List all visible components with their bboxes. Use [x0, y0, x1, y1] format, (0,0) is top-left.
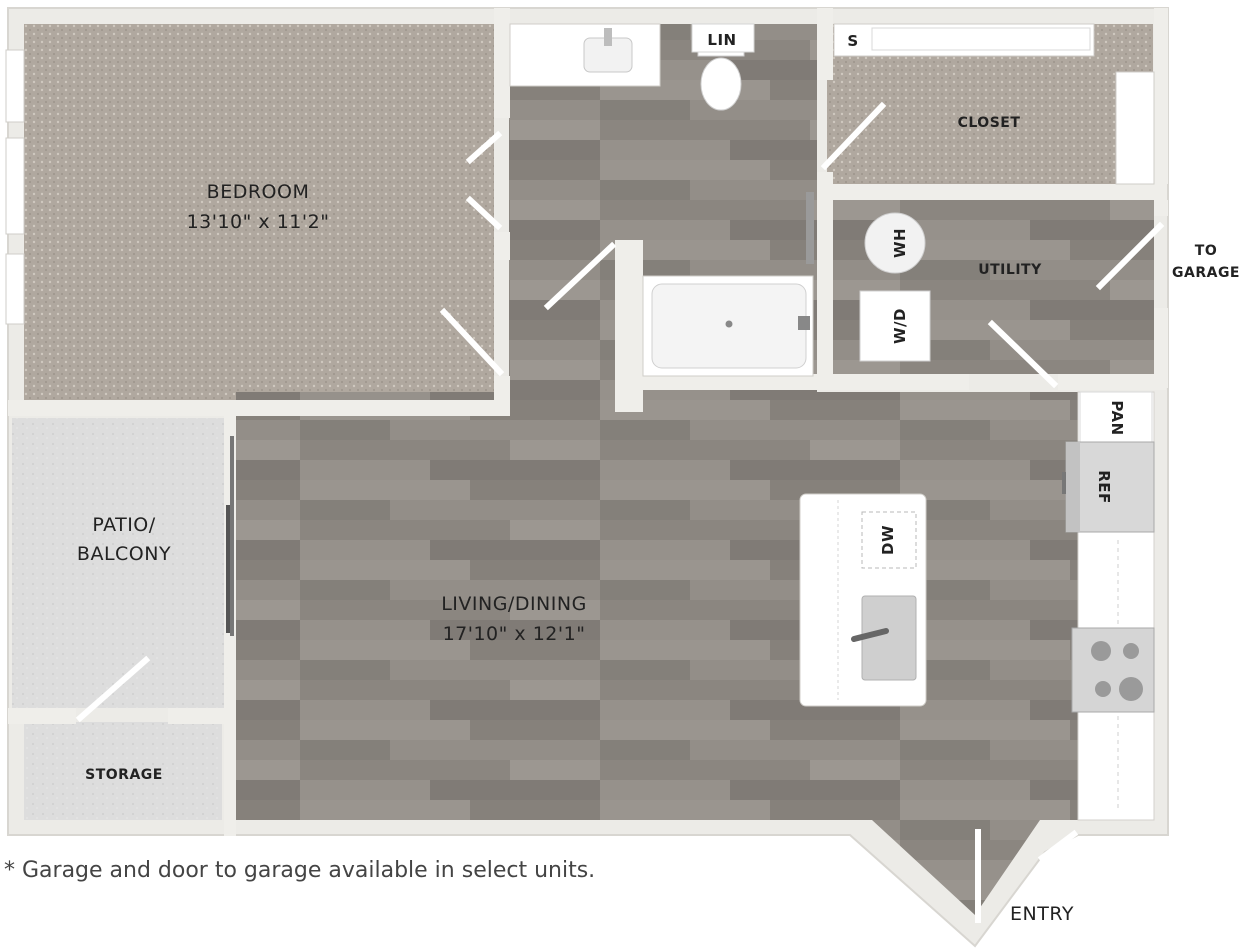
- storage-door: [75, 655, 151, 723]
- shelf-label: S: [847, 32, 858, 50]
- bedroom-size: 13'10" x 11'2": [187, 211, 330, 233]
- pantry-label: PAN: [1108, 400, 1126, 435]
- bedroom-entry-door: [439, 307, 505, 377]
- interior-walls: [8, 8, 1168, 836]
- utility-door: [987, 319, 1059, 389]
- sink-faucet: [851, 628, 889, 642]
- closet-label: CLOSET: [958, 115, 1021, 131]
- vanity: [509, 23, 661, 87]
- patio-floor: [12, 418, 224, 708]
- patio-slider-door: [226, 505, 232, 633]
- bath-mirror: [806, 192, 814, 264]
- living-dining-size: 17'10" x 12'1": [443, 623, 586, 645]
- living-dining-label: LIVING/DINING: [441, 593, 587, 615]
- entry-label: ENTRY: [1010, 903, 1074, 925]
- bedroom-label: BEDROOM: [207, 181, 310, 203]
- patio-slider-frame: [230, 436, 234, 636]
- living-dining-floor: [236, 392, 1078, 915]
- patio-label-line1: PATIO/: [92, 514, 155, 536]
- washer-dryer: [859, 290, 931, 362]
- to-garage-label-line2: GARAGE: [1172, 265, 1240, 281]
- bedroom-door-left: [465, 130, 503, 165]
- water-heater-label: WH: [891, 228, 909, 258]
- bedroom-floor: [24, 24, 494, 400]
- garage-door: [1095, 221, 1165, 291]
- bedroom-windows: [5, 49, 25, 325]
- dishwasher-label: DW: [879, 525, 897, 555]
- storage-label: STORAGE: [85, 767, 163, 783]
- footnote: * Garage and door to garage available in…: [4, 858, 596, 883]
- refrigerator-label: REF: [1095, 470, 1113, 504]
- utility-label: UTILITY: [978, 262, 1042, 278]
- doors: [75, 101, 1165, 923]
- linen-label: LIN: [707, 31, 736, 49]
- pantry: [1079, 391, 1153, 443]
- refrigerator: [1062, 441, 1155, 533]
- patio-label-line2: BALCONY: [77, 543, 171, 565]
- bedroom-door-right: [465, 195, 503, 231]
- storage-floor: [24, 722, 222, 820]
- dishwasher: [861, 511, 917, 569]
- water-heater: [864, 212, 926, 274]
- linen-closet: [691, 23, 755, 53]
- entry-door-jamb: [1037, 829, 1079, 863]
- washer-dryer-label: W/D: [891, 308, 909, 344]
- bathtub: [642, 275, 814, 377]
- kitchen-island: [799, 493, 927, 707]
- bath-door: [543, 241, 617, 311]
- closet-door: [820, 101, 887, 171]
- closet-shelving: [833, 23, 1155, 185]
- range: [1071, 627, 1155, 713]
- to-garage-label-line1: TO: [1195, 243, 1217, 259]
